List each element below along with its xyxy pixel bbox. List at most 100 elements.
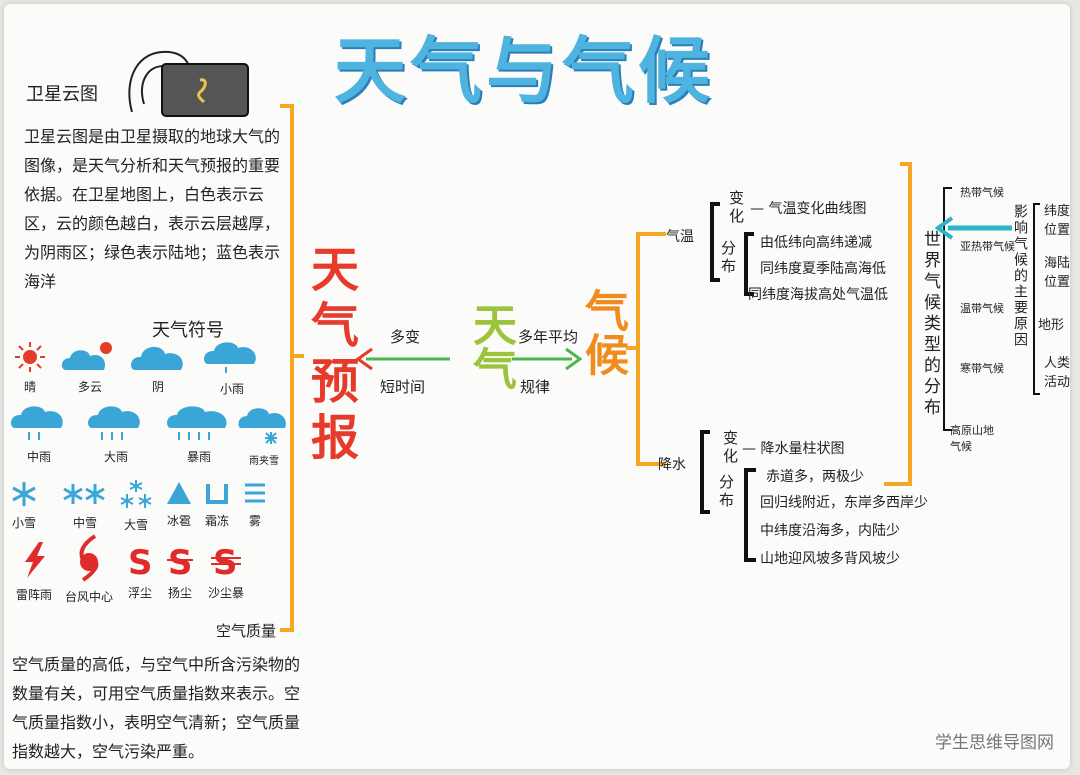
climate-type-5: 高原山地气候: [950, 424, 994, 453]
symbol-sandstorm: S 沙尘暴: [202, 542, 250, 601]
poster: 天气与气候 卫星云图 卫星云图是由卫星摄取的地球大气的图像，是天气分析和天气预报…: [4, 4, 1070, 769]
factor-2: 海陆位置: [1044, 256, 1070, 290]
climate-bracket: [626, 232, 666, 466]
precipitation-dist-2: 回归线附近，东岸多西岸少: [760, 495, 928, 511]
watermark: 学生思维导图网: [935, 733, 1054, 753]
precipitation-dist-4: 山地迎风坡多背风坡少: [760, 551, 900, 567]
symbol-heavy-rain: 大雨: [84, 404, 148, 465]
factor-1: 纬度位置: [1044, 204, 1070, 238]
world-climate-label: 世界气候类型的分布: [920, 230, 940, 419]
precipitation-label: 降水: [658, 457, 686, 473]
world-climate-bracket: [884, 162, 912, 486]
snowflake-icon: [120, 480, 152, 508]
symbol-label: 沙尘暴: [207, 586, 244, 600]
symbol-label: 台风中心: [64, 590, 113, 604]
symbol-hail: 冰雹: [162, 480, 196, 529]
symbol-label: 雷阵雨: [15, 588, 52, 602]
temperature-brace: [710, 202, 720, 282]
forecast-heading: 天气预报: [302, 244, 358, 468]
temperature-dist-3: 同纬度海拔高处气温低: [748, 287, 888, 303]
factors-title: 影响气候的主要原因: [1012, 204, 1028, 348]
temperature-change-text: 气温变化曲线图: [768, 201, 867, 217]
weather-heading: 天气: [465, 302, 516, 390]
arrow-right-icon: [512, 347, 582, 371]
temperature-dist-brace: [744, 232, 754, 296]
symbol-label: 暴雨: [186, 450, 211, 464]
frost-icon: [206, 484, 228, 504]
symbol-label: 小雨: [219, 382, 244, 396]
symbol-label: 中雪: [72, 516, 97, 530]
cloud-icon: [131, 346, 183, 370]
symbols-title: 天气符号: [152, 320, 224, 341]
sun-icon: [15, 342, 45, 372]
symbol-label: 霜冻: [204, 514, 229, 528]
arrow-left-icon: [355, 347, 450, 371]
precipitation-change-item: — 降水量柱状图: [742, 441, 845, 457]
symbol-label: 阴: [151, 380, 164, 394]
symbol-moderate-rain: 中雨: [8, 404, 70, 465]
symbol-label: 大雨: [103, 450, 128, 464]
fog-icon: [245, 483, 265, 503]
svg-text:S: S: [168, 543, 193, 578]
symbol-label: 冰雹: [166, 514, 191, 528]
climate-trait-2: 规律: [520, 378, 551, 396]
climate-type-2: 亚热带气候: [960, 240, 1015, 253]
temperature-dist-2: 同纬度夏季陆高海低: [760, 261, 886, 277]
air-quality-title: 空气质量: [216, 622, 277, 640]
arrow-left-icon: [934, 216, 1012, 240]
precipitation-change-label: 变化: [721, 430, 739, 466]
climate-heading: 气候: [577, 288, 628, 376]
symbol-blowing-dust: S 扬尘: [160, 542, 200, 601]
symbol-sleet: 雨夹雪: [236, 406, 292, 467]
precipitation-dist-1: 赤道多，两极少: [766, 469, 864, 485]
sandstorm-icon: S: [211, 543, 241, 583]
symbol-thunderstorm: 雷阵雨: [12, 540, 56, 603]
climate-trait-1: 多年平均: [518, 328, 579, 346]
symbol-light-rain: 小雨: [200, 340, 264, 397]
temperature-label: 气温: [666, 229, 694, 245]
precipitation-dist-brace: [744, 468, 756, 562]
symbol-label: 晴: [23, 380, 36, 394]
temperature-change-item: — 气温变化曲线图: [750, 201, 867, 217]
page-title: 天气与气候: [334, 29, 715, 113]
precipitation-brace: [700, 430, 710, 514]
symbol-label: 大雪: [123, 518, 148, 532]
symbol-sunny: 晴: [8, 342, 52, 395]
climate-type-4: 寒带气候: [960, 362, 1004, 375]
symbol-label: 浮尘: [127, 586, 152, 600]
sleet-icon: [238, 408, 286, 444]
symbol-label: 扬尘: [167, 586, 192, 600]
symbol-frost: 霜冻: [200, 480, 234, 529]
symbol-label: 多云: [77, 380, 102, 394]
symbol-label: 小雪: [11, 516, 36, 530]
precipitation-dist-3: 中纬度沿海多，内陆少: [760, 523, 900, 539]
temperature-change-label: 变化: [727, 190, 745, 226]
climate-type-1: 热带气候: [960, 186, 1004, 199]
satellite-text: 卫星云图是由卫星摄取的地球大气的图像，是天气分析和天气预报的重要依据。在卫星地图…: [24, 127, 281, 291]
air-quality-text: 空气质量的高低，与空气中所含污染物的数量有关，可用空气质量指数来表示。空气质量指…: [12, 655, 301, 761]
partly-cloudy-icon: [61, 342, 112, 370]
snowflake-icon: [63, 484, 105, 504]
symbol-heavy-snow: 大雪: [116, 478, 156, 533]
symbol-label: 雾: [248, 514, 261, 528]
symbol-moderate-snow: 中雪: [60, 480, 110, 531]
light-rain-icon: [204, 342, 256, 373]
symbol-typhoon: 台风中心: [60, 534, 118, 605]
weather-trait-2: 短时间: [380, 378, 426, 396]
symbol-light-snow: 小雪: [4, 480, 44, 531]
precipitation-dist-label: 分布: [717, 474, 735, 510]
factor-3: 地形: [1038, 318, 1065, 333]
factors-brace: [1033, 203, 1040, 395]
weather-trait-1: 多变: [390, 328, 421, 346]
symbol-overcast: 阴: [128, 342, 188, 395]
rainstorm-icon: [167, 406, 227, 440]
symbol-fog: 雾: [238, 480, 272, 529]
symbol-floating-dust: S 浮尘: [120, 542, 160, 601]
symbol-cloudy: 多云: [58, 340, 122, 395]
lightning-icon: [25, 542, 45, 578]
climate-type-3: 温带气候: [960, 302, 1004, 315]
typhoon-icon: [79, 534, 99, 582]
symbol-rainstorm: 暴雨: [164, 404, 234, 465]
snowflake-icon: [12, 482, 36, 506]
symbol-label: 雨夹雪: [249, 456, 279, 467]
